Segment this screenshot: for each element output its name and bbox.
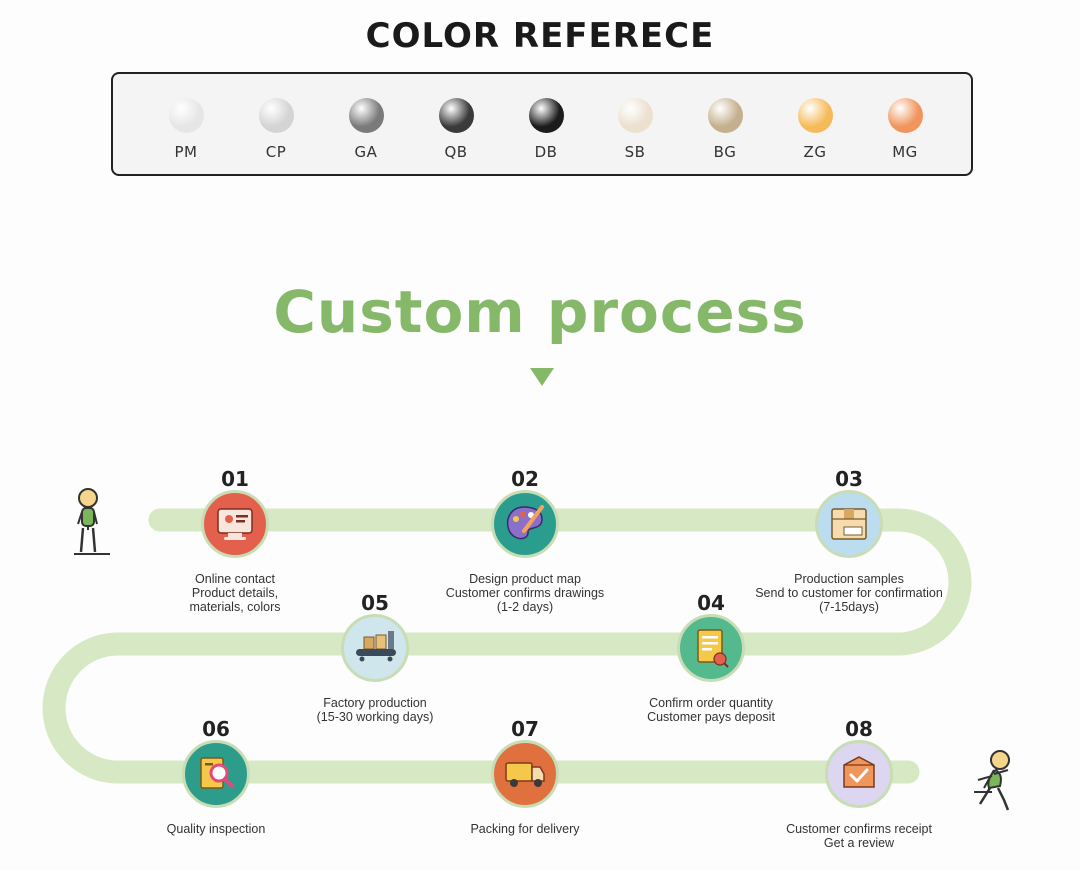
swatch-ball (348, 98, 384, 133)
step-description: Production samples Send to customer for … (709, 572, 989, 614)
color-swatch-panel: PM CP GA QB DB SB BG ZG MG (111, 72, 973, 176)
step-number: 06 (202, 717, 230, 741)
color-reference-title: COLOR REFERECE (365, 16, 715, 56)
swatch-code: CP (265, 143, 287, 161)
swatch-db: DB (516, 98, 576, 161)
step-icon-circle (182, 740, 250, 808)
step-description: Customer confirms receipt Get a review (739, 822, 979, 850)
step-desc-line: Online contact (195, 572, 275, 586)
step-desc-line: Customer pays deposit (647, 710, 775, 724)
swatch-qb: QB (426, 98, 486, 161)
step-icon-circle (341, 614, 409, 682)
confirm-receipt-icon (843, 756, 875, 788)
step-desc-line: Quality inspection (166, 822, 266, 836)
step-desc-line: Customer confirms receipt (786, 822, 932, 836)
online-contact-icon (217, 508, 253, 540)
inspection-magnifier-icon (200, 757, 234, 789)
step-desc-line: materials, colors (189, 600, 281, 614)
swatch-code: ZG (803, 143, 827, 161)
step-desc-line: Packing for delivery (470, 822, 580, 836)
step-number: 05 (361, 591, 389, 615)
swatch-cp: CP (246, 98, 306, 161)
step-description: Confirm order quantity Customer pays dep… (591, 696, 831, 724)
step-description: Packing for delivery (405, 822, 645, 836)
step-desc-line: Design product map (469, 572, 581, 586)
step-icon-circle (491, 740, 559, 808)
step-icon-circle (201, 490, 269, 558)
swatch-code: SB (624, 143, 646, 161)
step-icon-circle (491, 490, 559, 558)
step-desc-line: (15-30 working days) (316, 710, 434, 724)
paint-palette-icon (506, 505, 544, 540)
swatch-sb: SB (605, 98, 665, 161)
swatch-ball (528, 98, 564, 133)
delivery-truck-icon (505, 762, 545, 787)
swatch-code: GA (354, 143, 378, 161)
running-person-icon (974, 750, 1010, 811)
swatch-bg: BG (695, 98, 755, 161)
step-description: Quality inspection (96, 822, 336, 836)
step-desc-line: Send to customer for confirmation (755, 586, 943, 600)
step-icon-circle (815, 490, 883, 558)
step-desc-line: (7-15days) (819, 600, 879, 614)
step-desc-line: Confirm order quantity (649, 696, 773, 710)
step-number: 01 (221, 467, 249, 491)
swatch-ball (617, 98, 653, 133)
process-title: Custom process (273, 278, 807, 346)
swatch-code: PM (174, 143, 198, 161)
step-desc-line: Factory production (323, 696, 427, 710)
swatch-zg: ZG (785, 98, 845, 161)
step-icon-circle (825, 740, 893, 808)
swatch-ball (887, 98, 923, 133)
step-number: 07 (511, 717, 539, 741)
swatch-code: DB (534, 143, 558, 161)
step-description: Online contact Product details, material… (115, 572, 355, 614)
step-desc-line: (1-2 days) (496, 600, 554, 614)
standing-person-icon (74, 488, 110, 555)
swatch-ball (438, 98, 474, 133)
swatch-ball (797, 98, 833, 133)
down-arrow-icon (530, 368, 554, 386)
step-description: Design product map Customer confirms dra… (405, 572, 645, 614)
step-desc-line: Production samples (794, 572, 904, 586)
order-document-icon (697, 629, 729, 668)
step-description: Factory production (15-30 working days) (255, 696, 495, 724)
step-number: 02 (511, 467, 539, 491)
swatch-ball (258, 98, 294, 133)
swatch-ball (707, 98, 743, 133)
conveyor-belt-icon (356, 631, 396, 662)
step-desc-line: Customer confirms drawings (445, 586, 605, 600)
package-box-icon (831, 508, 867, 540)
swatch-code: BG (713, 143, 737, 161)
step-desc-line: Product details, (191, 586, 279, 600)
step-number: 03 (835, 467, 863, 491)
step-number: 04 (697, 591, 725, 615)
swatch-mg: MG (875, 98, 935, 161)
step-desc-line: Get a review (823, 836, 895, 850)
swatch-code: MG (892, 143, 918, 161)
swatch-pm: PM (156, 98, 216, 161)
swatch-ball (168, 98, 204, 133)
swatch-code: QB (444, 143, 468, 161)
swatch-ga: GA (336, 98, 396, 161)
step-number: 08 (845, 717, 873, 741)
step-icon-circle (677, 614, 745, 682)
